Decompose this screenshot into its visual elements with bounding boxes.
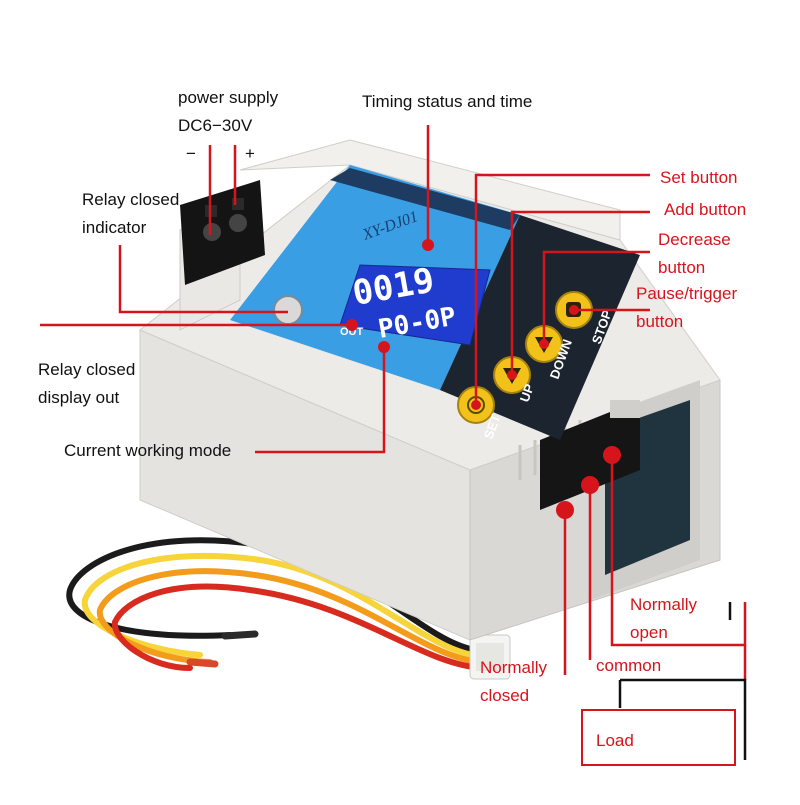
minus-label: − — [186, 144, 196, 163]
load-wiring — [618, 602, 747, 760]
pause-trigger-annotation-line1: Pause/trigger — [636, 284, 738, 303]
lcd-display — [339, 264, 491, 346]
common-label: common — [596, 656, 662, 675]
relay-display-label-line1: Relay closed — [38, 360, 136, 379]
voltage-label: DC6−30V — [178, 116, 253, 135]
out-label: OUT — [340, 326, 364, 338]
normally-open-label-line2: open — [630, 623, 668, 642]
relay-indicator-label-line1: Relay closed — [82, 190, 180, 209]
relay-indicator-label-line2: indicator — [82, 218, 147, 237]
normally-closed-label-line1: Normally — [480, 658, 548, 677]
working-mode-label: Current working mode — [64, 441, 232, 460]
add-button-annotation: Add button — [664, 200, 747, 219]
wire-harness — [66, 537, 485, 671]
pause-trigger-annotation-line2: button — [636, 312, 684, 331]
load-box — [581, 709, 736, 766]
load-label: Load — [596, 731, 634, 750]
front-panel: XY-DJ01 0019 P0-0P OUT — [230, 165, 640, 440]
relay-display-label-line2: display out — [38, 388, 120, 407]
plus-label: + — [245, 144, 255, 163]
annotation-dots — [346, 239, 621, 519]
normally-open-label-line1: Normally — [630, 595, 698, 614]
up-button-label: UP — [517, 382, 537, 404]
annotation-lines — [40, 125, 747, 680]
set-button-annotation: Set button — [660, 168, 738, 187]
decrease-button-annotation-line2: button — [658, 258, 706, 277]
relay-indicator-led — [273, 295, 303, 325]
connector-plug — [469, 634, 511, 680]
normally-closed-label-line2: closed — [480, 686, 530, 705]
timing-status-label: Timing status and time — [362, 92, 533, 111]
power-terminal — [180, 180, 265, 285]
power-supply-label: power supply — [178, 88, 279, 107]
decrease-button-annotation-line1: Decrease — [658, 230, 731, 249]
